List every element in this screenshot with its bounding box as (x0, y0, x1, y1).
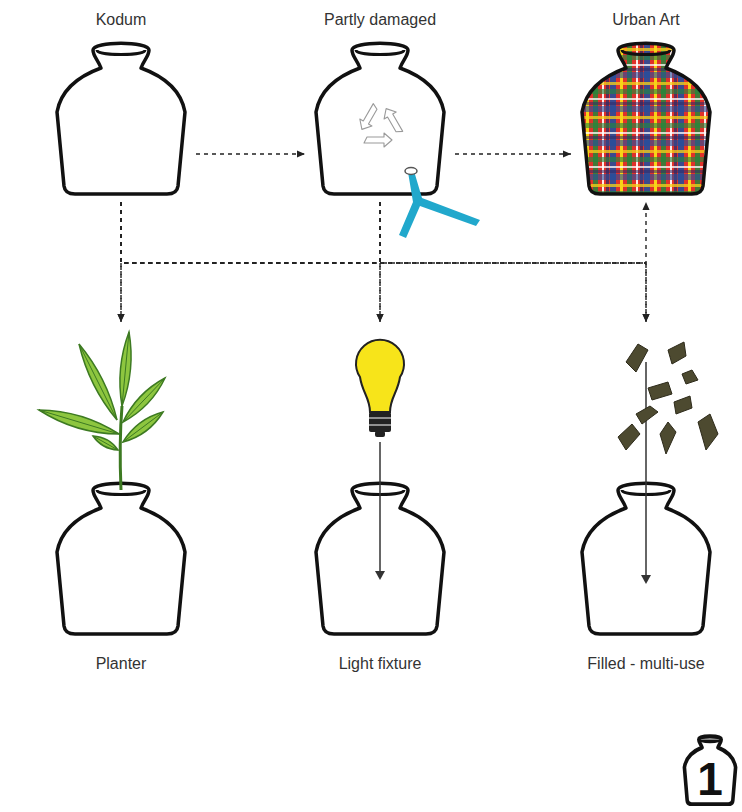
pot-node: Urban Art (571, 8, 721, 202)
fill-arrow (641, 362, 651, 584)
flow-arrow (455, 153, 571, 154)
pot-node: Partly damaged (305, 8, 455, 202)
pot-node: Light fixture (305, 322, 455, 676)
pot-node: Kodum (46, 8, 196, 202)
seed-pile (618, 342, 718, 454)
pot-drawing (305, 32, 455, 202)
pot-drawing (46, 322, 196, 640)
callout-number: 1 (682, 734, 738, 802)
flow-arrow (380, 202, 646, 322)
pot-node: Planter (46, 322, 196, 676)
flow-arrow (121, 202, 380, 322)
pot-node: Filled - multi-use (571, 322, 721, 676)
label-row: Kodum (46, 8, 196, 32)
flow-arrow (121, 202, 646, 263)
pot-body (316, 43, 444, 194)
label-row: Filled - multi-use (571, 652, 721, 676)
leaf (123, 412, 163, 442)
leaf (39, 410, 119, 434)
pot-label: Kodum (96, 8, 147, 32)
label-row: Planter (46, 652, 196, 676)
pot-label: Filled - multi-use (587, 652, 704, 676)
pot-drawing (571, 32, 721, 202)
pot-mouth (356, 50, 404, 55)
plant-illustration (39, 332, 165, 490)
pot-drawing (571, 322, 721, 640)
pot-outline (582, 43, 710, 194)
pot-label: Planter (96, 652, 147, 676)
label-row: Urban Art (571, 8, 721, 32)
crack-splash (399, 171, 480, 238)
pot-body (582, 43, 710, 194)
pot-mouth (97, 490, 145, 495)
leaf (120, 332, 131, 406)
pot-drawing (305, 322, 455, 640)
pot-outline (57, 483, 185, 634)
label-row: Light fixture (305, 652, 455, 676)
badge-pot: 1 (682, 734, 738, 806)
pot-label: Light fixture (339, 652, 422, 676)
pot-label: Partly damaged (324, 8, 436, 32)
pot-label: Urban Art (612, 8, 680, 32)
pot-mouth (622, 50, 670, 55)
flow-arrow (121, 202, 380, 322)
pot-mouth (97, 50, 145, 55)
bulb-arrow (375, 442, 385, 580)
pot-outline (57, 43, 185, 194)
light-bulb (356, 340, 404, 437)
pot-body (57, 483, 185, 634)
pot-drawing (46, 32, 196, 202)
leaf (93, 436, 118, 450)
flow-arrow (196, 153, 305, 154)
label-row: Partly damaged (305, 8, 455, 32)
flow-arrow (121, 202, 646, 322)
crack-hole (405, 168, 417, 175)
recycle-symbol (356, 102, 406, 147)
pot-outline (316, 43, 480, 238)
leaf (79, 344, 117, 420)
pot-mouth (700, 739, 719, 741)
pot-body (57, 43, 185, 194)
